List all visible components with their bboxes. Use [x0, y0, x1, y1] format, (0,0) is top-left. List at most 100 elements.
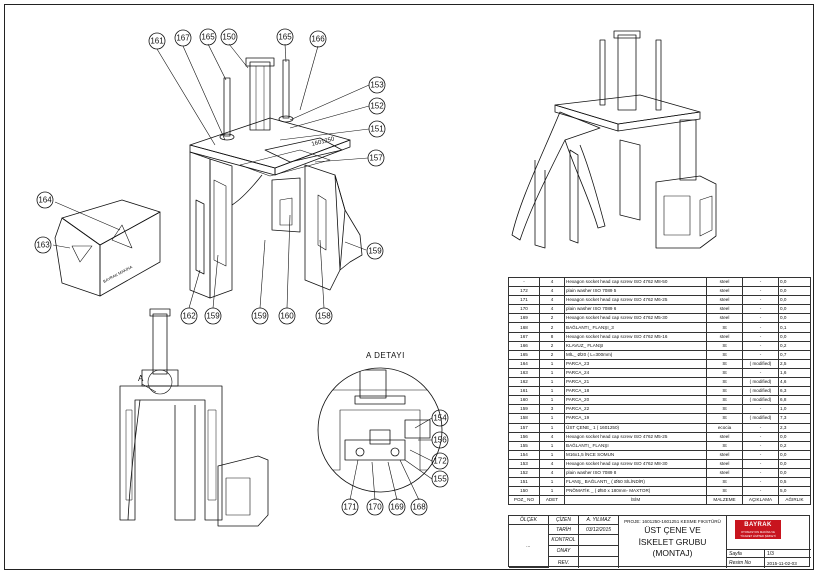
- bom-cell: PARCA_21: [564, 377, 707, 388]
- drawing-no-label: Resim No: [727, 558, 765, 568]
- bom-cell: 1: [539, 486, 565, 497]
- bom-cell: steel: [706, 431, 743, 442]
- bom-cell: -: [742, 440, 779, 451]
- balloon-159-b: 159: [206, 312, 220, 321]
- bom-cell: -: [742, 295, 779, 306]
- bom-cell: 1: [539, 358, 565, 369]
- bom-cell: -: [742, 449, 779, 460]
- bom-cell: steel: [706, 295, 743, 306]
- bom-cell: steel: [706, 449, 743, 460]
- bom-cell: -: [742, 467, 779, 479]
- balloon-162: 162: [182, 312, 196, 321]
- bom-cell: 0,2: [778, 340, 811, 351]
- bom-header-cell: İSİM: [564, 495, 707, 506]
- bom-cell: 1: [539, 367, 565, 379]
- bom-header-cell: ADET: [539, 495, 565, 506]
- company-logo: BAYRAK OTOMASYON MAKİNA VE TİCARET LİMİT…: [735, 520, 781, 539]
- bom-cell: 158: [508, 413, 540, 424]
- balloon-153: 153: [370, 81, 384, 90]
- bom-header-cell: POZ_ NO: [508, 495, 540, 506]
- stamp-text: 1601250: [311, 136, 336, 148]
- bom-cell: 154: [508, 449, 540, 460]
- bom-cell: 4: [539, 467, 565, 479]
- balloon-164: 164: [38, 196, 52, 205]
- bom-cell: 6,8: [778, 395, 811, 406]
- bom-cell: St: [706, 413, 743, 424]
- bom-cell: 0,0: [778, 467, 811, 479]
- bom-cell: 4: [539, 286, 565, 297]
- bom-cell: PARCA_22: [564, 404, 707, 415]
- bom-cell: plain washer ISO 7089 6: [564, 304, 707, 315]
- bom-cell: 151: [508, 477, 540, 488]
- bom-cell: 0,1: [778, 322, 811, 333]
- bom-cell: 1: [539, 395, 565, 406]
- bom-cell: 4,6: [778, 377, 811, 388]
- drawing-sheet-border: [4, 4, 814, 570]
- bom-cell: ( modified): [742, 358, 779, 369]
- bom-cell: -: [742, 349, 779, 360]
- balloon-172: 172: [433, 457, 447, 466]
- bom-cell: St: [706, 367, 743, 379]
- bom-cell: 7,3: [778, 413, 811, 424]
- stamp-text-2: BAYRAK MAKINA: [102, 264, 133, 284]
- bom-cell: MİL_ Ø20 ( L=300mm): [564, 349, 707, 360]
- bom-cell: 1,0: [778, 404, 811, 415]
- bom-cell: 152: [508, 467, 540, 479]
- bom-cell: 0,0: [778, 431, 811, 442]
- bom-cell: St: [706, 395, 743, 406]
- bom-header-cell: MALZEME: [706, 495, 743, 506]
- bom-cell: -: [742, 477, 779, 488]
- bom-cell: KLAVUZ_ FLANŞI: [564, 340, 707, 351]
- bom-cell: PNÖMATİK _ ( Ø50 x 180mm- MAXTOR): [564, 486, 707, 497]
- sheet-value: 1/3: [765, 549, 811, 558]
- bom-cell: 8: [539, 331, 565, 342]
- bom-cell: PARCA_20: [564, 395, 707, 406]
- drawing-no-value: 2015-11-02-03: [767, 560, 797, 566]
- bom-cell: -: [742, 367, 779, 379]
- bom-cell: 4: [539, 431, 565, 442]
- bom-cell: 1: [539, 377, 565, 388]
- bom-cell: -: [742, 486, 779, 497]
- balloon-159-c: 159: [253, 312, 267, 321]
- bom-cell: Hexagon socket head cap screw ISO 4762 M…: [564, 276, 707, 288]
- balloon-151: 151: [370, 125, 384, 134]
- bom-cell: 1,6: [778, 367, 811, 379]
- bom-cell: 3: [539, 404, 565, 415]
- bom-cell: plain washer ISO 7089 8: [564, 467, 707, 479]
- section-label: A: [138, 374, 144, 383]
- balloon-158: 158: [317, 312, 331, 321]
- bom-cell: steel: [706, 304, 743, 315]
- bom-cell: 171: [508, 295, 540, 306]
- bom-cell: Hexagon socket head cap screw ISO 4762 M…: [564, 313, 707, 324]
- bom-cell: St: [706, 358, 743, 369]
- drawn-by-label: ÇİZEN: [549, 516, 579, 525]
- detail-a-view: [317, 367, 449, 516]
- bom-cell: 153: [508, 458, 540, 469]
- balloon-157: 157: [369, 154, 383, 163]
- balloon-155: 155: [433, 475, 447, 484]
- balloon-156: 156: [433, 436, 447, 445]
- sheet-label: Sayfa: [727, 549, 765, 558]
- bom-cell: St: [706, 440, 743, 451]
- bom-cell: steel: [706, 467, 743, 479]
- detail-title: A DETAYI: [366, 351, 405, 360]
- scale-value: ...: [509, 525, 549, 568]
- bom-cell: ecocia: [706, 422, 743, 433]
- bom-cell: St: [706, 340, 743, 351]
- bom-cell: 2: [539, 322, 565, 333]
- bom-cell: ÜST ÇENE_ 1 ( 1601250): [564, 422, 707, 433]
- drawing-title-1: ÜST ÇENE VE: [644, 525, 701, 535]
- bom-cell: -: [742, 422, 779, 433]
- bom-cell: St: [706, 486, 743, 497]
- bom-cell: 0,0: [778, 449, 811, 460]
- bom-header-cell: AÇIKLAMA: [742, 495, 779, 506]
